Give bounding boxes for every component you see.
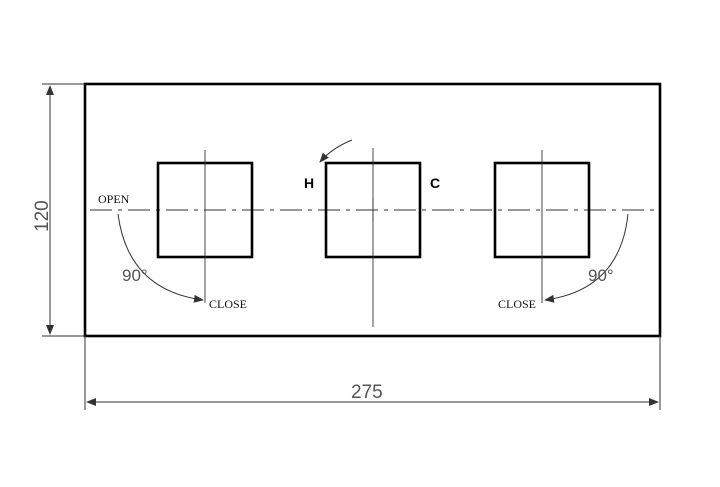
- left-valve: [156, 150, 254, 303]
- right-close-label: CLOSE: [498, 297, 536, 311]
- left-angle-label: 90°: [122, 266, 148, 285]
- height-dimension-text: 120: [32, 200, 53, 232]
- left-rotation-arc: [117, 213, 204, 303]
- open-label: OPEN: [98, 192, 130, 206]
- right-angle-label: 90°: [588, 266, 614, 285]
- width-dimension-text: 275: [351, 382, 383, 403]
- left-close-label: CLOSE: [209, 297, 247, 311]
- hot-label: H: [304, 175, 314, 191]
- right-rotation-arc: [544, 213, 629, 303]
- rotation-arrow-icon: [319, 139, 353, 163]
- middle-mixer: [324, 148, 422, 327]
- cold-label: C: [430, 175, 440, 191]
- cover-plate-outline: [83, 82, 662, 338]
- right-valve: [493, 150, 591, 303]
